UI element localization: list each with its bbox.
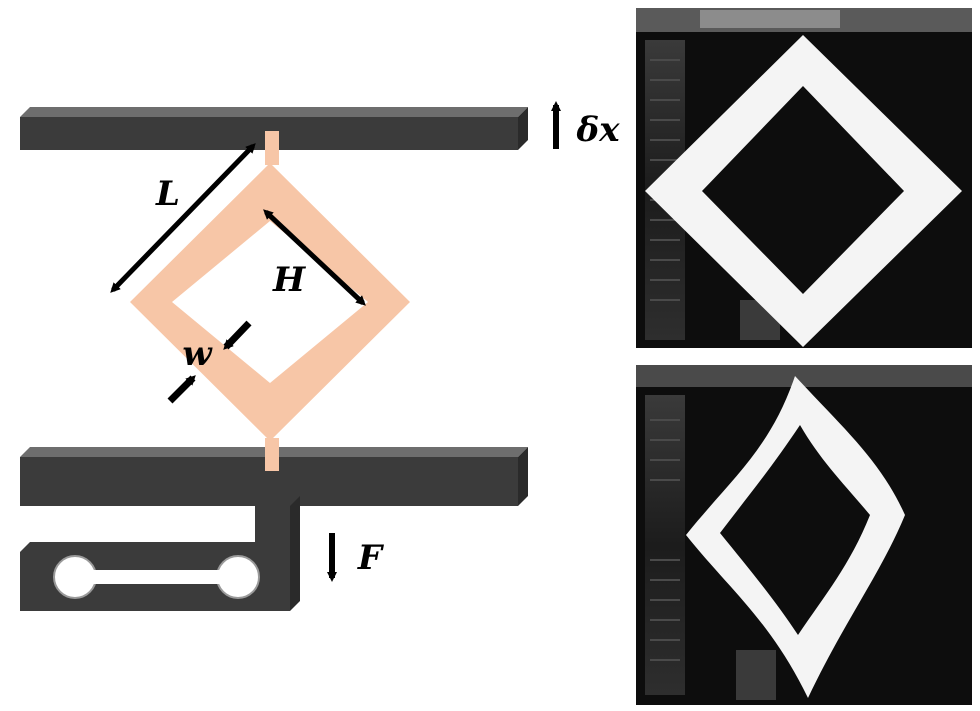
force-label: F bbox=[357, 538, 385, 578]
width-label: w bbox=[182, 334, 213, 374]
displacement-label: δx bbox=[576, 110, 621, 150]
dimension-arrow-icon bbox=[110, 143, 256, 293]
photo-deformed bbox=[636, 365, 972, 705]
dimension-arrow-icon bbox=[167, 375, 196, 404]
dimension-arrow-icon bbox=[223, 320, 252, 350]
length-label: L bbox=[155, 174, 180, 214]
height-label: H bbox=[272, 260, 307, 300]
photo-undeformed bbox=[636, 8, 972, 348]
dimension-arrow-icon bbox=[263, 209, 366, 306]
load-cell-fixture bbox=[20, 496, 300, 611]
schematic-panel: L H w δx F bbox=[20, 101, 621, 611]
